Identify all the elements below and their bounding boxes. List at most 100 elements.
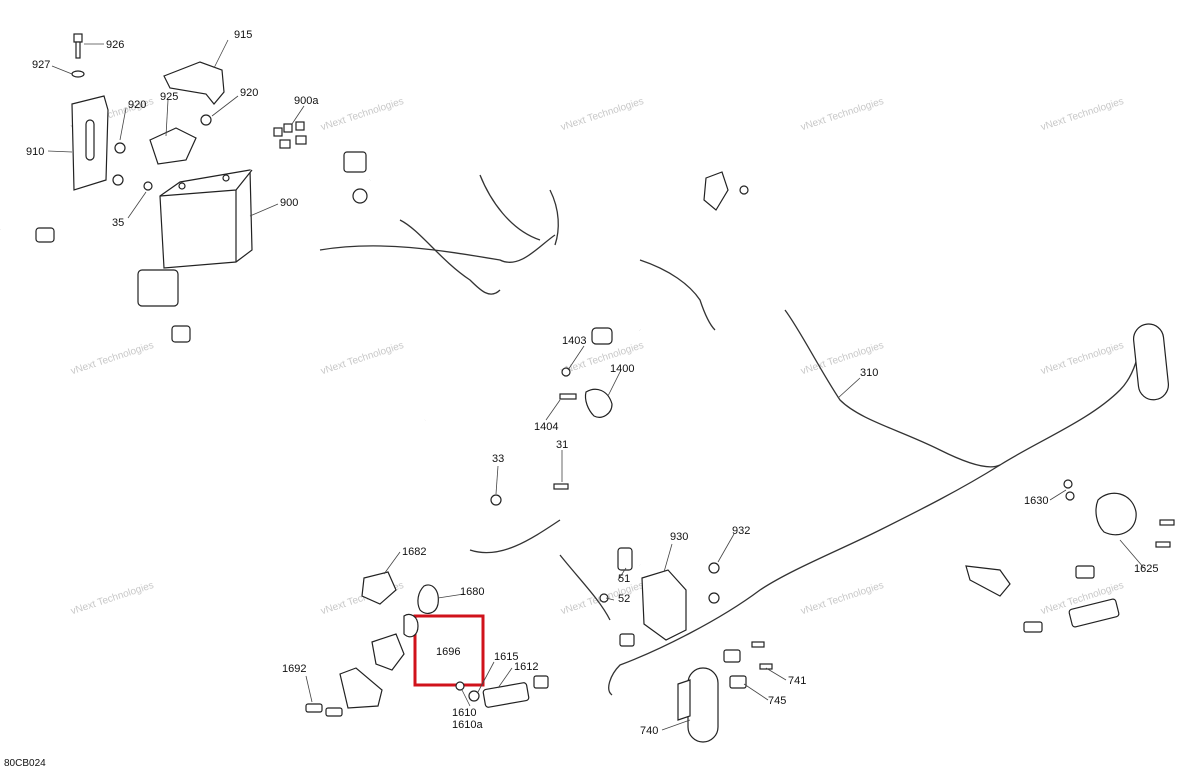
part-label-1696: 1696 xyxy=(436,646,460,658)
clip-52 xyxy=(599,593,609,603)
part-label-930: 930 xyxy=(670,531,688,543)
terminal-hardware-900a xyxy=(273,121,307,149)
part-label-310: 310 xyxy=(860,367,878,379)
module-right xyxy=(1068,598,1120,628)
connector xyxy=(1075,565,1095,579)
part-label-1400: 1400 xyxy=(610,363,634,375)
bracket-1682 xyxy=(361,571,397,605)
grommet-920 xyxy=(112,174,124,186)
bolt-741 xyxy=(751,641,765,648)
part-label-915: 915 xyxy=(234,29,252,41)
part-label-1630: 1630 xyxy=(1024,495,1048,507)
part-label-740: 740 xyxy=(640,725,658,737)
nut-932 xyxy=(708,562,720,574)
rear-light xyxy=(1132,323,1169,401)
connector xyxy=(619,633,635,647)
part-label-920b: 920 xyxy=(240,87,258,99)
part-label-35: 35 xyxy=(112,217,124,229)
leader-lines xyxy=(47,39,1145,731)
part-label-1610: 1610 xyxy=(452,707,476,719)
watermark: vNext Technologies xyxy=(559,96,645,133)
part-label-1692: 1692 xyxy=(282,663,306,675)
diagram-reference-code: 80CB024 xyxy=(4,758,46,769)
connector xyxy=(352,188,368,204)
part-label-1682: 1682 xyxy=(402,546,426,558)
part-label-1610a: 1610a xyxy=(452,719,483,731)
connector-group-right xyxy=(965,565,1011,597)
connector xyxy=(343,151,367,173)
part-label-925: 925 xyxy=(160,91,178,103)
part-label-52: 52 xyxy=(618,593,630,605)
grommet-920 xyxy=(200,114,212,126)
part-label-1612: 1612 xyxy=(514,661,538,673)
connector xyxy=(533,675,549,689)
clip-33 xyxy=(490,494,502,506)
watermark: vNext Technologies xyxy=(799,96,885,133)
bracket-1692 xyxy=(371,633,405,671)
part-label-1615: 1615 xyxy=(494,651,518,663)
bolt-1404 xyxy=(559,393,577,400)
sensor-1400 xyxy=(584,327,613,418)
bolt-1625 xyxy=(1159,519,1175,526)
connector xyxy=(171,325,191,343)
nut-1630 xyxy=(1065,491,1075,501)
bolt-741 xyxy=(759,663,773,670)
watermark: vNext Technologies xyxy=(1039,96,1125,133)
sensor-1680 xyxy=(417,584,439,614)
part-label-745: 745 xyxy=(768,695,786,707)
part-label-926: 926 xyxy=(106,39,124,51)
main-wire-harness xyxy=(0,174,716,621)
module-1612 xyxy=(482,682,530,708)
part-label-910: 910 xyxy=(26,146,44,158)
part-label-31: 31 xyxy=(556,439,568,451)
washer-927 xyxy=(71,70,85,78)
connector-group xyxy=(703,171,729,211)
nut-1615 xyxy=(468,690,480,702)
nut-35 xyxy=(143,181,153,191)
part-label-1403: 1403 xyxy=(562,335,586,347)
sensor-1696 xyxy=(403,613,419,638)
horn-1625 xyxy=(1095,492,1137,536)
connector-51 xyxy=(617,547,633,571)
bolt-1692 xyxy=(305,703,323,713)
part-label-51: 51 xyxy=(618,573,630,585)
part-label-920: 920 xyxy=(128,99,146,111)
rear-wire-harness xyxy=(608,309,1141,696)
watermark: vNext Technologies xyxy=(69,580,155,617)
parts xyxy=(35,33,1175,743)
watermark: vNext Technologies xyxy=(799,580,885,617)
watermark: vNext Technologies xyxy=(1039,340,1125,377)
part-label-900: 900 xyxy=(280,197,298,209)
cover-925 xyxy=(149,127,197,165)
nut-1630 xyxy=(1063,479,1073,489)
part-label-900a: 900a xyxy=(294,95,319,107)
bolt-1692 xyxy=(325,707,343,717)
bracket-745 xyxy=(729,675,747,689)
connector xyxy=(35,227,55,243)
part-labels: 926 927 915 920 925 910 920 900a 900 35 … xyxy=(26,29,1158,737)
bracket xyxy=(339,667,383,709)
watermark: vNext Technologies xyxy=(69,340,155,377)
part-label-1404: 1404 xyxy=(534,421,558,433)
watermark: vNext Technologies xyxy=(319,96,405,133)
grommet-920 xyxy=(114,142,126,154)
bolt-926 xyxy=(73,33,83,59)
bolt-1625 xyxy=(1155,541,1171,548)
watermark: vNext Technologies xyxy=(319,340,405,377)
nut-932 xyxy=(708,592,720,604)
part-label-927: 927 xyxy=(32,59,50,71)
nut-1610 xyxy=(455,681,465,691)
fuse-box xyxy=(137,269,179,307)
bracket-745 xyxy=(723,649,741,663)
part-label-932: 932 xyxy=(732,525,750,537)
bolt-31 xyxy=(553,483,569,490)
light-740 xyxy=(677,667,719,743)
part-label-1680: 1680 xyxy=(460,586,484,598)
module-930 xyxy=(641,569,687,641)
part-label-741: 741 xyxy=(788,675,806,687)
part-label-33: 33 xyxy=(492,453,504,465)
part-label-1625: 1625 xyxy=(1134,563,1158,575)
highlight-box xyxy=(413,614,485,687)
battery-900 xyxy=(159,169,253,269)
